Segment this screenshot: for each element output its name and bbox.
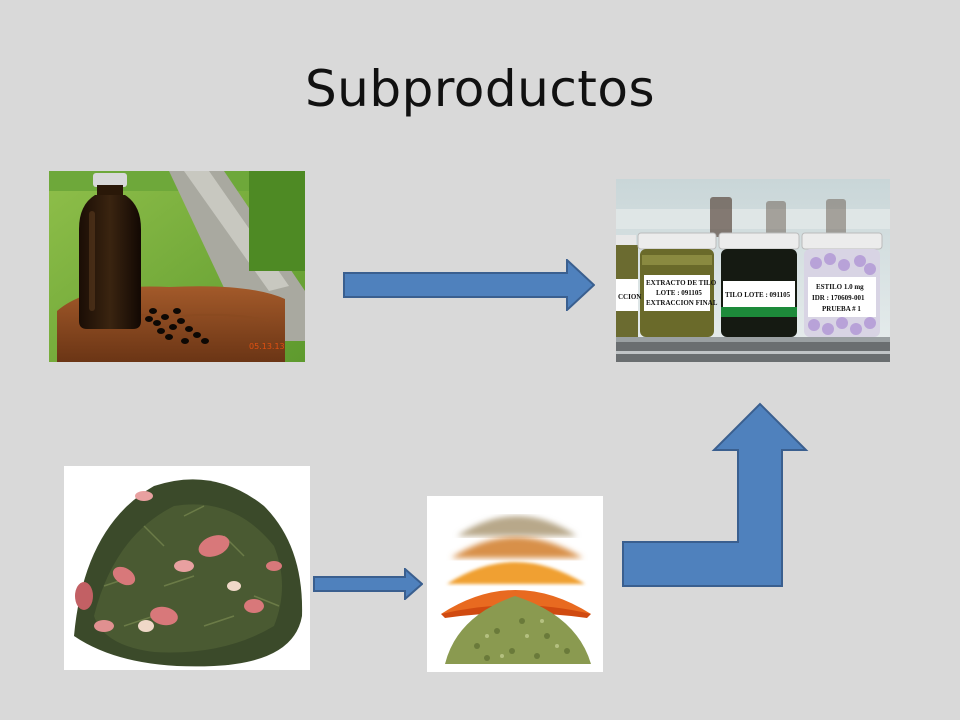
spices-photo xyxy=(427,496,603,672)
slide-title: Subproductos xyxy=(304,60,656,118)
jar3-label-line: TILO LOTE : 091105 xyxy=(725,291,791,299)
jar4-label-line-2: IDR : 170609-001 xyxy=(812,294,865,302)
jar2-label-line-1: EXTRACTO DE TILO xyxy=(646,279,717,287)
bent-up-arrow xyxy=(622,402,809,587)
seed-oil-bottle-photo: 05.13.13 xyxy=(49,171,305,362)
right-arrow-bottom xyxy=(313,568,423,600)
jar4-label-line-1: ESTILO 1.0 mg xyxy=(816,283,864,291)
jar4-label-line-3: PRUEBA # 1 xyxy=(822,305,861,313)
jar2-label-line-3: EXTRACCION FINAL xyxy=(646,299,718,307)
date-stamp: 05.13.13 xyxy=(249,342,285,351)
extract-jars-photo: CCION EXTRACTO DE TILO LOTE : 091105 EXT… xyxy=(616,179,890,362)
jar1-label-line: CCION xyxy=(618,293,641,301)
jar2-label-line-2: LOTE : 091105 xyxy=(656,289,702,297)
tea-blend-photo xyxy=(64,466,310,670)
right-arrow-top xyxy=(343,259,595,311)
